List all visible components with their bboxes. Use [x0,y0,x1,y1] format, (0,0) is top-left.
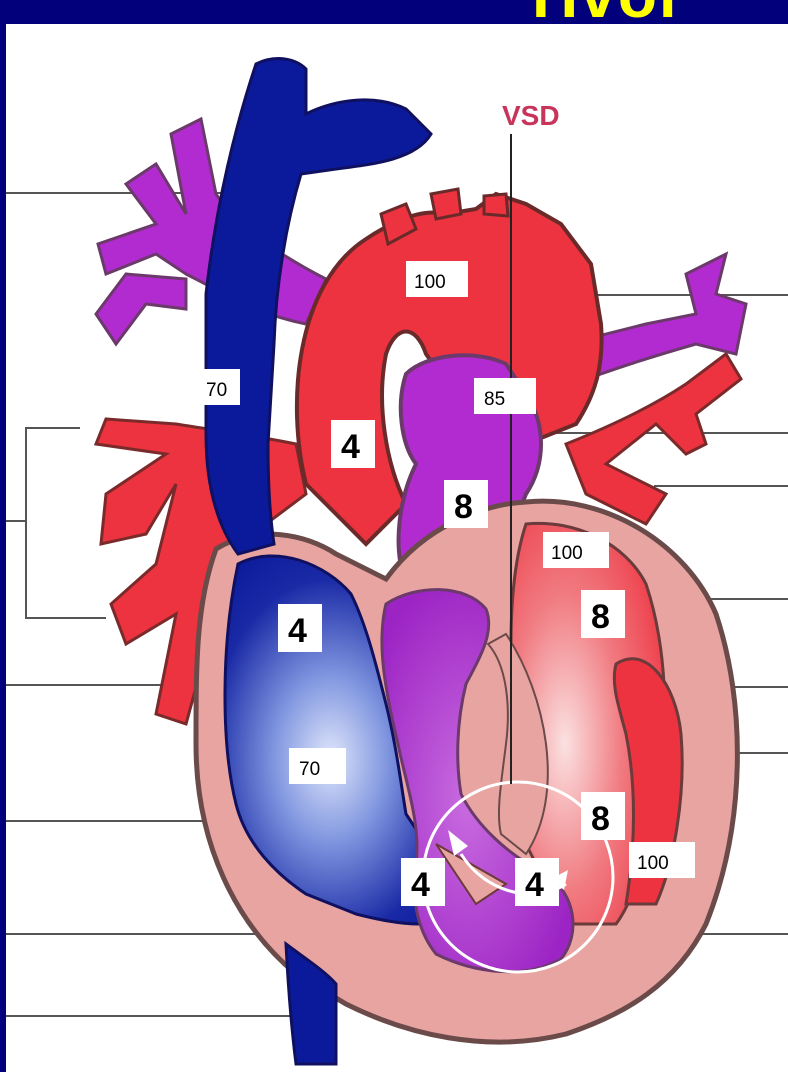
pa-saturation-label: 85 [484,389,505,410]
pa-pressure-label: 8 [454,488,473,526]
rv-pressure-left-label: 4 [411,866,430,904]
la-saturation-label: 100 [551,543,583,564]
vsd-label: VSD [502,100,560,131]
lv-saturation-label: 100 [637,853,669,874]
heart-diagram: VSD 100 70 85 4 8 100 8 4 [6,24,788,1072]
heart-diagram-panel: VSD 100 70 85 4 8 100 8 4 [6,24,788,1072]
lv-pressure-label: 8 [591,800,610,838]
la-pressure-label: 8 [591,598,610,636]
aorta-pressure-label: 4 [341,428,360,466]
aorta-saturation-label: 100 [414,272,446,293]
ra-saturation-label: 70 [299,759,320,780]
svc-saturation-label: 70 [206,380,227,401]
ra-pressure-label: 4 [288,612,307,650]
rv-pressure-right-label: 4 [525,866,544,904]
